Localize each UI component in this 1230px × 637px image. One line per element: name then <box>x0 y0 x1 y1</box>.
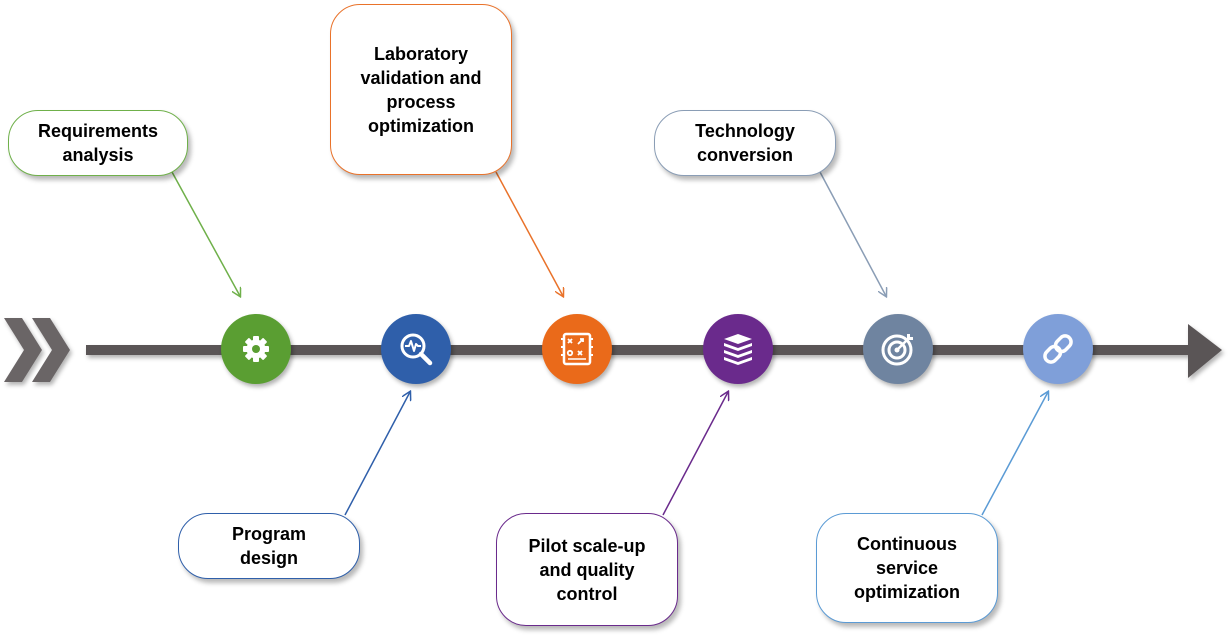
connector-arrow-2 <box>344 392 410 516</box>
step-3-label: Laboratory validation and process optimi… <box>360 43 482 136</box>
strategy-board-icon <box>561 332 593 366</box>
connector-arrow-5 <box>819 171 886 296</box>
step-4-label: Pilot scale-up and quality control <box>528 535 646 604</box>
connector-arrow-6 <box>981 392 1048 516</box>
step-node-6 <box>1023 314 1093 384</box>
step-label-technology-conversion: Technology conversion <box>654 110 836 176</box>
magnifier-pulse-icon <box>400 333 433 366</box>
target-icon <box>881 334 913 366</box>
step-node-2 <box>381 314 451 384</box>
book-stack-icon <box>724 334 752 365</box>
step-label-requirements-analysis: Requirements analysis <box>8 110 188 176</box>
step-2-label: Program design <box>231 524 307 568</box>
step-5-label: Technology conversion <box>695 121 795 165</box>
start-chevrons <box>4 318 70 382</box>
connector-arrow-4 <box>662 392 728 516</box>
connector-arrow-1 <box>171 171 240 296</box>
step-label-pilot-scale-up: Pilot scale-up and quality control <box>496 513 678 626</box>
chevron-1 <box>4 318 42 382</box>
timeline-arrowhead <box>1188 324 1222 378</box>
chevron-2 <box>32 318 70 382</box>
step-node-5 <box>863 314 933 384</box>
step-6-label: Continuous service optimization <box>854 534 960 602</box>
step-node-4 <box>703 314 773 384</box>
step-label-program-design: Program design <box>178 513 360 579</box>
step-label-laboratory-validation: Laboratory validation and process optimi… <box>330 4 512 175</box>
step-1-label: Requirements analysis <box>37 121 159 165</box>
step-label-continuous-service: Continuous service optimization <box>816 513 998 623</box>
timeline-line <box>86 345 1196 355</box>
link-icon <box>1043 334 1073 364</box>
step-node-1 <box>221 314 291 384</box>
connector-arrow-3 <box>495 171 563 296</box>
step-node-3 <box>542 314 612 384</box>
gear-icon <box>243 336 269 362</box>
timeline-axis <box>86 324 1222 378</box>
